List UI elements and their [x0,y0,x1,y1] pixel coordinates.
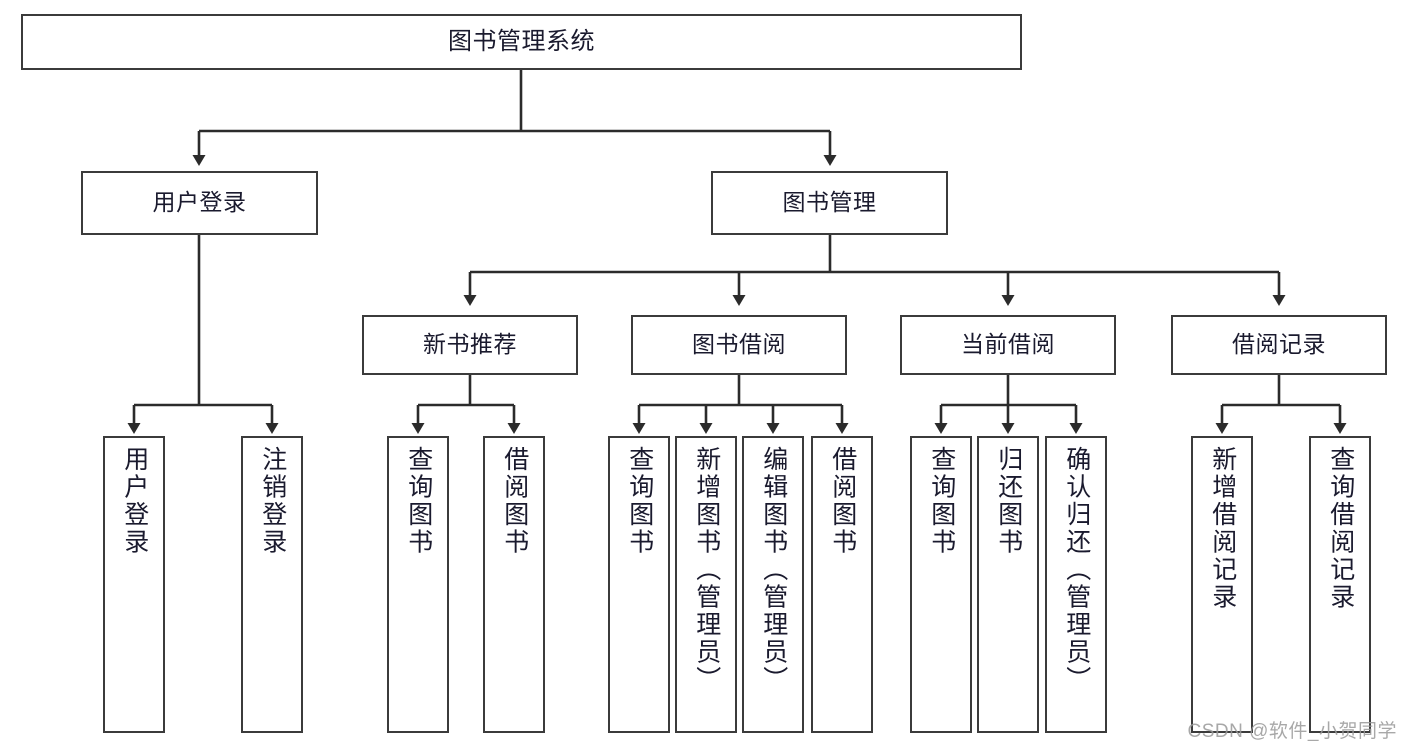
leaf-current-borrow-return-book[interactable]: 归还图书 [977,436,1039,733]
leaf-book-borrow-query-book[interactable]: 查询图书 [608,436,670,733]
leaf-book-borrow-add-book-admin[interactable]: 新增图书（管理员） [675,436,737,733]
node-root-book-management-system[interactable]: 图书管理系统 [21,14,1022,70]
node-new-book-recommend[interactable]: 新书推荐 [362,315,578,375]
leaf-current-borrow-query-book[interactable]: 查询图书 [910,436,972,733]
node-label: 新书推荐 [423,331,517,358]
watermark-text: CSDN @软件_小贺同学 [1187,721,1397,742]
node-label: 借阅图书 [828,446,857,556]
node-label: 确认归还（管理员） [1062,446,1091,694]
node-label: 图书借阅 [692,331,786,358]
node-book-borrow[interactable]: 图书借阅 [631,315,847,375]
node-label: 查询图书 [404,446,433,556]
leaf-book-borrow-edit-book-admin[interactable]: 编辑图书（管理员） [742,436,804,733]
leaf-user-login-logout[interactable]: 注销登录 [241,436,303,733]
leaf-borrow-record-add-record[interactable]: 新增借阅记录 [1191,436,1253,733]
node-label: 注销登录 [258,446,287,556]
node-label: 用户登录 [152,189,247,216]
leaf-book-borrow-borrow-book[interactable]: 借阅图书 [811,436,873,733]
leaf-new-book-query-book[interactable]: 查询图书 [387,436,449,733]
node-label: 图书管理 [782,189,877,216]
node-book-management[interactable]: 图书管理 [711,171,948,235]
node-label: 借阅记录 [1232,331,1326,358]
node-user-login[interactable]: 用户登录 [81,171,318,235]
node-label: 当前借阅 [961,331,1055,358]
node-current-borrow[interactable]: 当前借阅 [900,315,1116,375]
leaf-borrow-record-query-record[interactable]: 查询借阅记录 [1309,436,1371,733]
node-label: 图书管理系统 [448,27,595,55]
node-label: 借阅图书 [500,446,529,556]
node-label: 查询图书 [927,446,956,556]
node-label: 查询借阅记录 [1326,446,1355,611]
leaf-new-book-borrow-book[interactable]: 借阅图书 [483,436,545,733]
node-label: 编辑图书（管理员） [759,446,788,694]
leaf-user-login-login[interactable]: 用户登录 [103,436,165,733]
leaf-current-borrow-confirm-return-admin[interactable]: 确认归还（管理员） [1045,436,1107,733]
node-label: 归还图书 [994,446,1023,556]
node-label: 查询图书 [625,446,654,556]
node-borrow-record[interactable]: 借阅记录 [1171,315,1387,375]
node-label: 新增借阅记录 [1208,446,1237,611]
node-label: 用户登录 [120,446,149,556]
node-label: 新增图书（管理员） [692,446,721,694]
